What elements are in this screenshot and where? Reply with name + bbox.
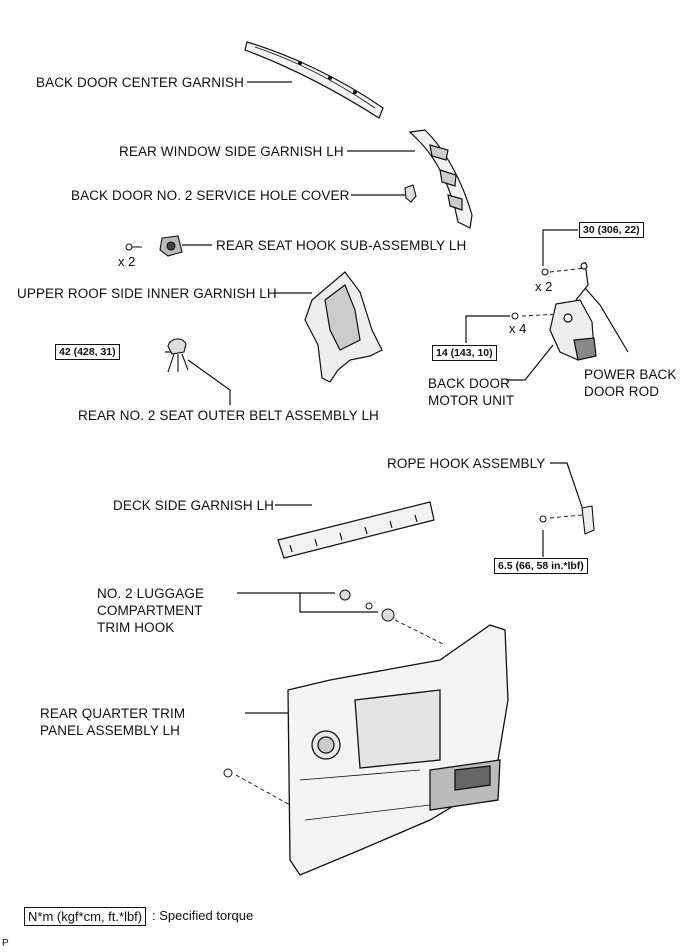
service-hole-cover-part bbox=[404, 184, 417, 203]
trim-hook-parts bbox=[339, 589, 395, 622]
dash-rod-bolt bbox=[549, 267, 586, 273]
trim-panel-clip bbox=[223, 768, 233, 778]
power-back-door-rod-part bbox=[575, 261, 589, 301]
label-rear-quarter-trim: REAR QUARTER TRIM PANEL ASSEMBLY LH bbox=[40, 706, 186, 738]
leader-rod-label bbox=[584, 287, 629, 353]
label-upper-roof-side-garnish: UPPER ROOF SIDE INNER GARNISH LH bbox=[17, 286, 277, 301]
qty-seat-hook-bolts: x 2 bbox=[118, 254, 136, 269]
motor-bolt bbox=[511, 312, 519, 320]
seat-hook-bolt bbox=[125, 243, 142, 251]
legend-text: : Specified torque bbox=[152, 908, 254, 923]
dash-trim-clip bbox=[235, 774, 291, 806]
legend-torque-box: N*m (kgf*cm, ft.*lbf) bbox=[24, 907, 147, 926]
dash-rope-bolt bbox=[549, 514, 583, 519]
qty-motor-bolts: x 4 bbox=[509, 321, 527, 336]
label-rear-seat-hook: REAR SEAT HOOK SUB-ASSEMBLY LH bbox=[216, 238, 467, 253]
leader-rod-torque bbox=[542, 229, 578, 266]
label-service-hole-cover: BACK DOOR NO. 2 SERVICE HOLE COVER bbox=[71, 188, 350, 203]
figure-code: P bbox=[2, 938, 9, 949]
label-luggage-trim-hook: NO. 2 LUGGAGE COMPARTMENT TRIM HOOK bbox=[97, 586, 205, 635]
label-power-back-door-rod: POWER BACK DOOR ROD bbox=[584, 367, 677, 399]
dash-trim-hook bbox=[394, 619, 446, 646]
rod-bolt bbox=[541, 268, 549, 276]
label-rear-window-side-garnish: REAR WINDOW SIDE GARNISH LH bbox=[119, 144, 344, 159]
qty-rod-bolts: x 2 bbox=[535, 279, 553, 294]
torque-belt: 42 (428, 31) bbox=[55, 344, 120, 360]
leader-motor-label bbox=[506, 344, 554, 381]
leader-trim-hook bbox=[237, 592, 378, 613]
rear-quarter-trim-panel-part bbox=[287, 624, 509, 876]
label-rear-seat-belt: REAR NO. 2 SEAT OUTER BELT ASSEMBLY LH bbox=[78, 408, 379, 423]
leader-rope-hook bbox=[550, 462, 584, 511]
label-back-door-center-garnish: BACK DOOR CENTER GARNISH bbox=[36, 75, 244, 90]
rear-window-side-garnish-part bbox=[408, 129, 473, 229]
seat-belt-part bbox=[167, 338, 189, 373]
label-rope-hook: ROPE HOOK ASSEMBLY bbox=[387, 456, 546, 471]
deck-side-garnish-part bbox=[277, 501, 435, 559]
label-deck-side-garnish: DECK SIDE GARNISH LH bbox=[113, 498, 275, 513]
leader-motor-torque bbox=[465, 315, 510, 343]
rear-seat-hook-part bbox=[159, 235, 183, 257]
label-back-door-motor: BACK DOOR MOTOR UNIT bbox=[428, 376, 515, 408]
torque-rope-hook: 6.5 (66, 58 in.*lbf) bbox=[494, 558, 588, 574]
leader-belt-label bbox=[187, 359, 231, 405]
back-door-motor-part bbox=[549, 299, 597, 361]
back-door-center-garnish-part bbox=[244, 41, 384, 119]
torque-motor-bolt: 14 (143, 10) bbox=[432, 345, 497, 361]
rope-hook-part bbox=[581, 505, 595, 535]
rope-hook-bolt bbox=[539, 515, 547, 523]
torque-rod-bolt: 30 (306, 22) bbox=[579, 222, 644, 238]
upper-roof-side-garnish-part bbox=[304, 271, 383, 383]
